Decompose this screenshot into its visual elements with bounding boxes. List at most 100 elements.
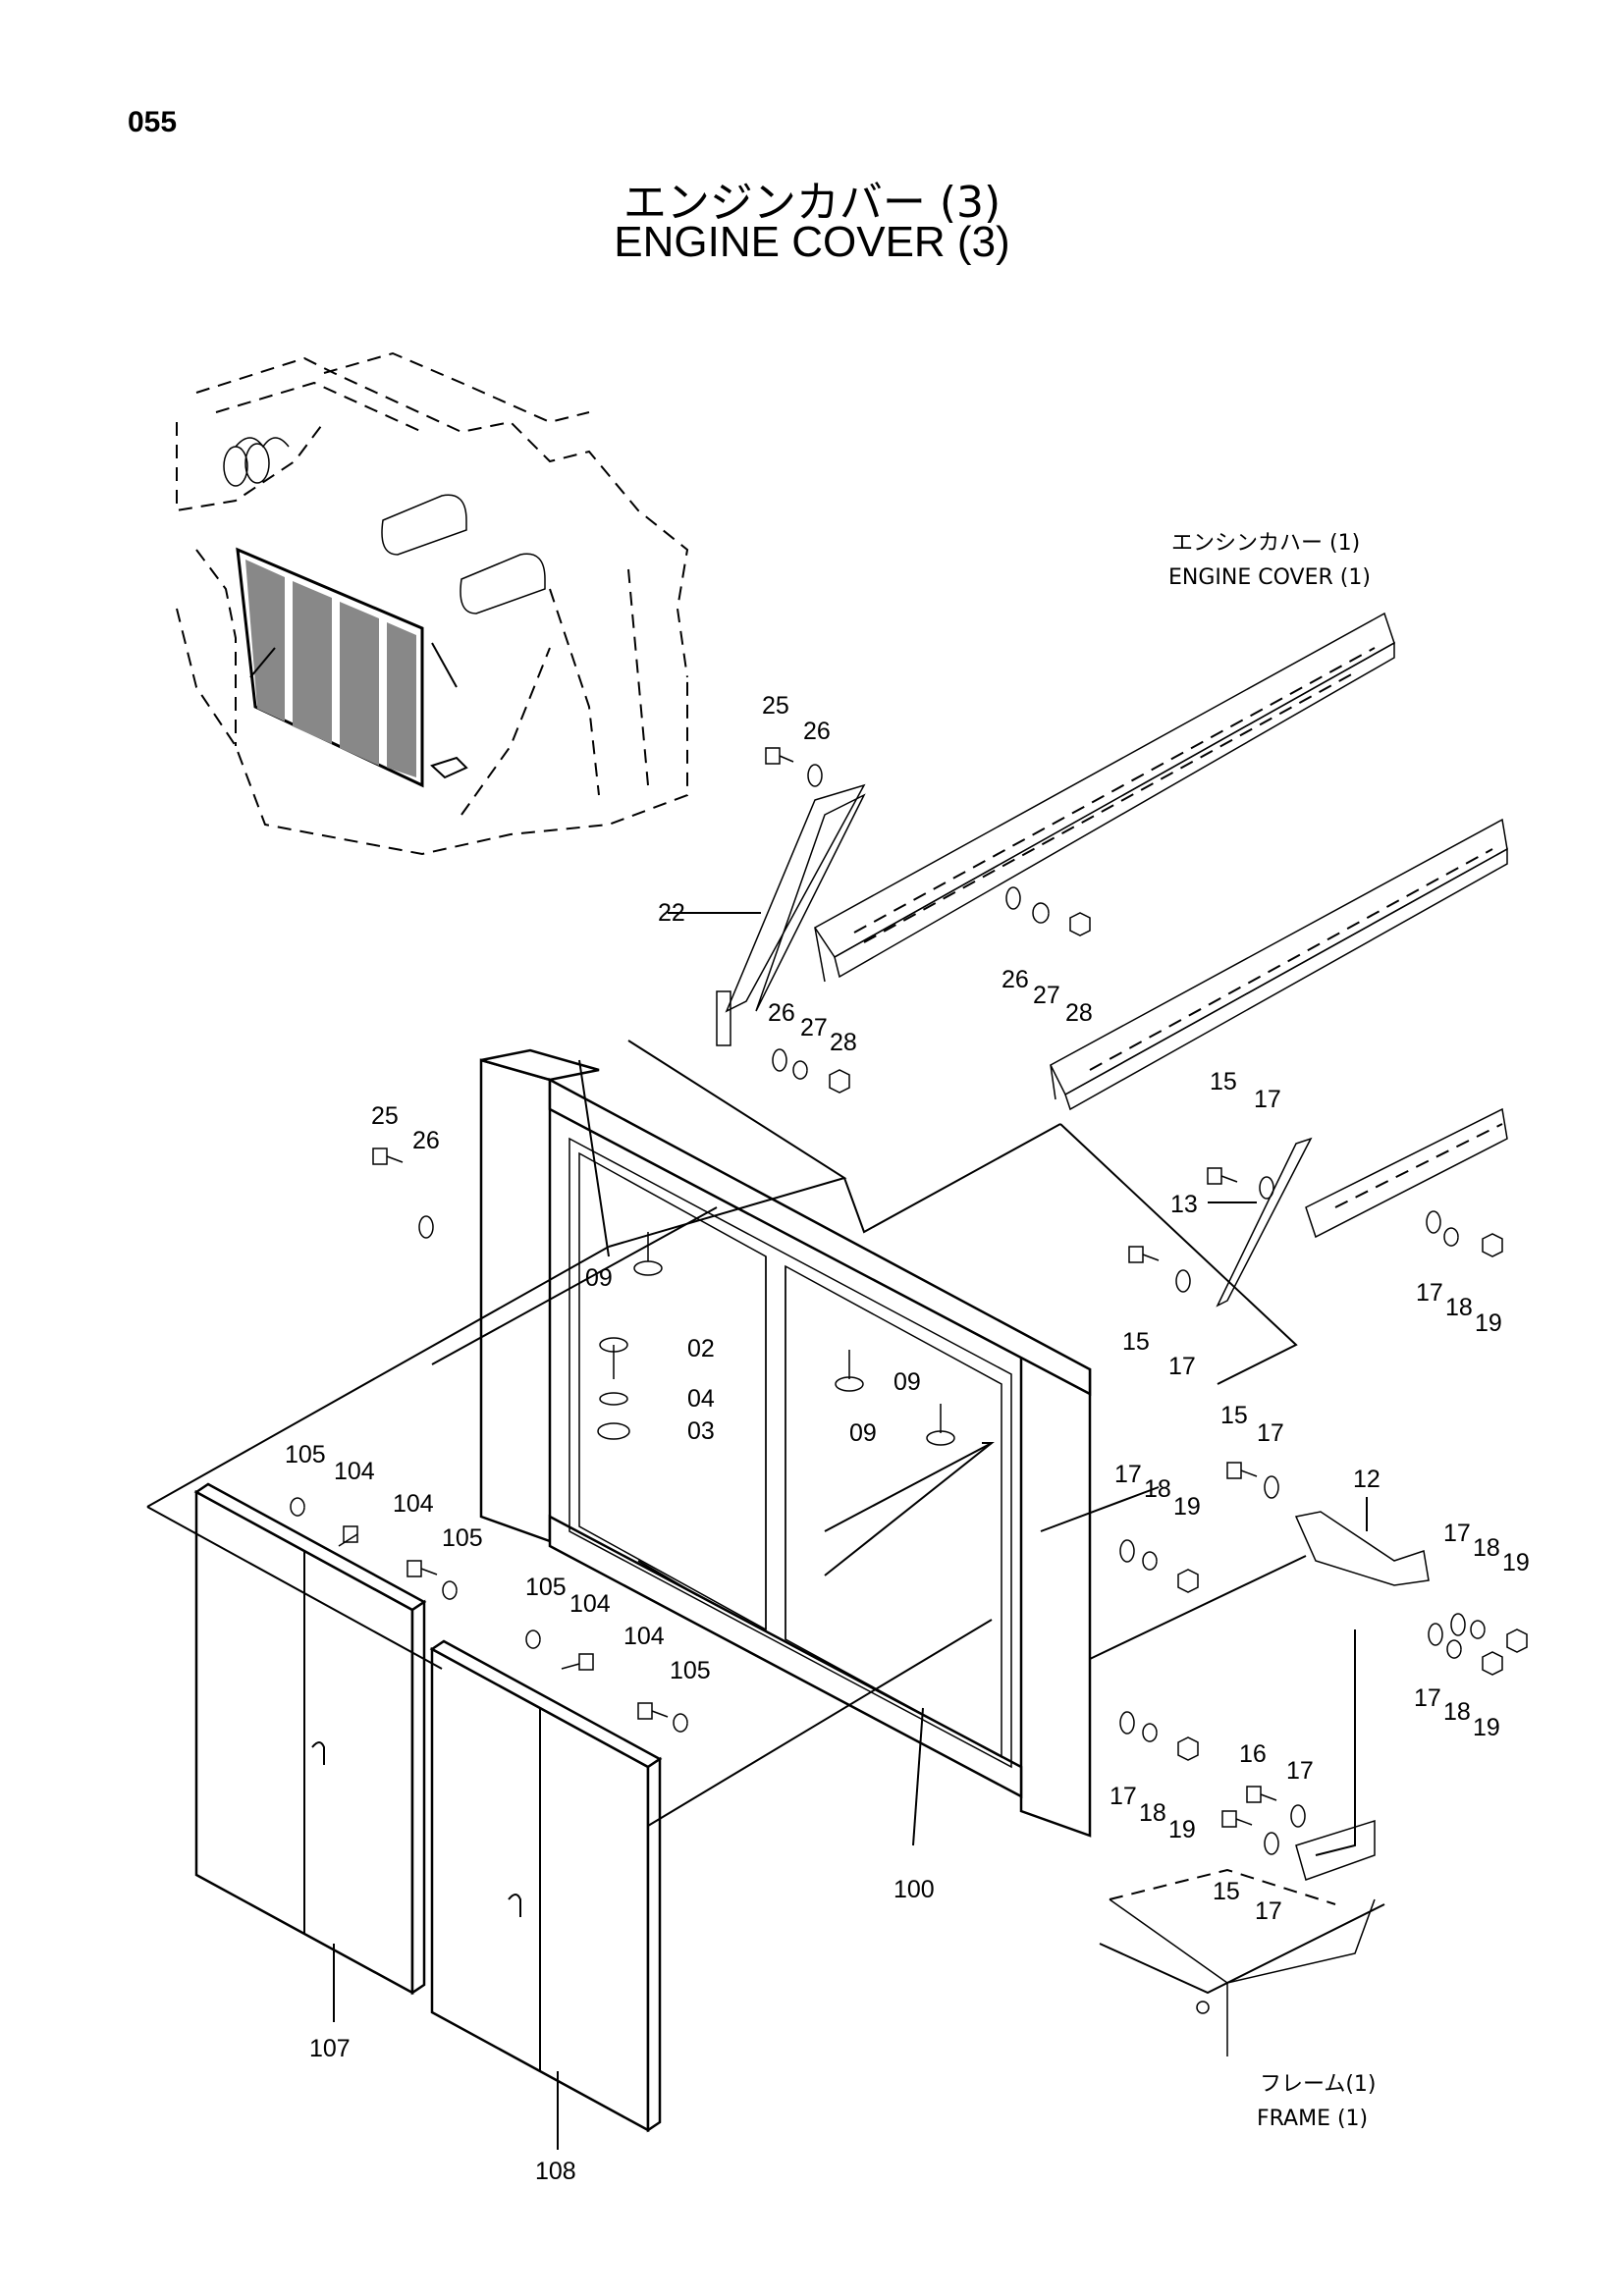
engine-cover-ref-en: ENGINE COVER (1) [1168,565,1371,590]
lock-washer-105d [673,1713,688,1733]
frame-base-reference [1109,1819,1376,2056]
part-label-19: 19 [1502,1549,1530,1576]
bolt-16 [1246,1786,1277,1803]
part-label-105: 105 [442,1524,483,1552]
bracket-part-13 [1208,1137,1313,1308]
part-number-labels: 25 26 22 26 27 28 26 27 28 25 26 09 02 0… [285,692,1530,2185]
part-label-18: 18 [1443,1698,1471,1726]
washer-26a [807,764,823,787]
bolt-02 [599,1337,628,1379]
part-label-19: 19 [1473,1714,1500,1741]
brace-part-22 [668,783,866,1046]
part-label-18: 18 [1473,1534,1500,1562]
bolt-25d [372,1148,404,1165]
nut-19h [1482,1651,1503,1676]
part-label-107: 107 [309,2035,351,2062]
washer-26c [772,1048,787,1072]
engine-cover-ref-jp: エンシンカハー (1) [1171,531,1360,556]
bolt-104b [406,1560,438,1577]
part-label-104: 104 [623,1623,665,1650]
part-label-22: 22 [658,899,685,927]
part-label-18: 18 [1139,1799,1166,1827]
bracket-part-12 [1294,1497,1430,1586]
door-part-107 [193,1482,427,1996]
part-label-28: 28 [1065,999,1093,1027]
part-label-104: 104 [393,1490,434,1518]
washer-17j [1290,1804,1306,1828]
lock-washer-18b [1443,1227,1459,1247]
part-label-19: 19 [1168,1816,1196,1843]
bolt-15c [1128,1246,1160,1263]
part-label-19: 19 [1475,1309,1502,1337]
part-label-18: 18 [1144,1475,1171,1503]
part-label-02: 02 [687,1335,715,1362]
part-label-15: 15 [1220,1402,1248,1429]
bolt-104a [338,1525,358,1547]
part-label-16: 16 [1239,1740,1267,1768]
washer-17h [1428,1623,1443,1646]
part-label-13: 13 [1170,1191,1198,1218]
main-frame-part-100 [479,1048,1092,1838]
washer-17k [1264,1832,1279,1855]
nut-28b [1069,912,1091,936]
part-label-26: 26 [1001,966,1029,993]
frame-ref-jp: フレーム(1) [1260,2072,1377,2097]
part-label-17: 17 [1254,1086,1281,1113]
part-label-26: 26 [768,999,795,1027]
part-label-26: 26 [412,1127,440,1154]
bolt-15e [1226,1462,1258,1479]
part-label-15: 15 [1213,1878,1240,1905]
part-label-09: 09 [585,1264,613,1292]
title-english: ENGINE COVER (3) [614,218,1010,266]
part-label-25: 25 [371,1102,399,1130]
washer-26d [418,1215,434,1239]
part-label-17: 17 [1114,1461,1142,1488]
lock-washer-04 [599,1392,628,1406]
part-label-26: 26 [803,718,831,745]
part-label-17: 17 [1286,1757,1314,1785]
washer-17g [1450,1613,1466,1636]
part-label-04: 04 [687,1385,715,1413]
part-label-17: 17 [1414,1684,1441,1712]
part-label-105: 105 [525,1574,567,1601]
washer-17b [1426,1210,1441,1234]
part-label-18: 18 [1445,1294,1473,1321]
nut-19g [1506,1629,1528,1653]
page-number: 055 [128,106,178,138]
part-label-17: 17 [1110,1783,1137,1810]
part-label-25: 25 [762,692,789,720]
bolt-104c [561,1653,594,1671]
part-label-17: 17 [1416,1279,1443,1307]
lock-washer-18f [1142,1551,1158,1571]
part-label-17: 17 [1255,1897,1282,1925]
assembly-lines [146,1040,1385,1995]
lock-washer-27c [792,1060,808,1080]
bolt-25a [765,747,794,765]
part-label-09: 09 [849,1419,877,1447]
title-japanese: エンジンカバー (3) [623,178,1001,228]
nut-19b [1482,1233,1503,1257]
bolt-15k [1221,1810,1253,1828]
part-label-09: 09 [893,1368,921,1396]
frame-ref-en: FRAME (1) [1257,2107,1368,2131]
hardware-parts [290,747,1528,1855]
washer-03 [597,1422,630,1440]
engine-cover-rails [813,612,1508,1239]
part-label-105: 105 [670,1657,711,1684]
machine-overview-illustration [176,351,689,856]
bolt-09c [926,1404,955,1446]
part-label-15: 15 [1122,1328,1150,1356]
part-label-27: 27 [1033,982,1060,1009]
bolt-104d [637,1702,669,1720]
part-label-17: 17 [1168,1353,1196,1380]
bolt-09a [633,1232,663,1276]
washer-26b [1005,886,1021,910]
lock-washer-105c [525,1629,541,1649]
part-label-19: 19 [1173,1493,1201,1521]
lock-washer-18i [1142,1723,1158,1742]
part-label-17: 17 [1443,1520,1471,1547]
nut-19f [1177,1569,1199,1593]
lock-washer-18h [1446,1639,1462,1659]
lock-washer-105a [290,1497,305,1517]
